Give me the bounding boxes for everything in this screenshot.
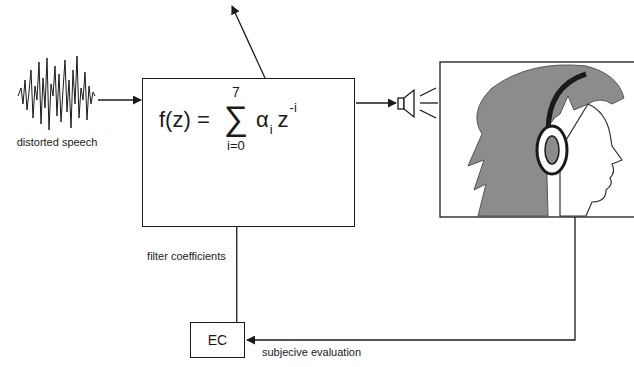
headphone-cup <box>537 126 567 174</box>
formula-text: f(z) = <box>159 109 210 131</box>
coefficient-line <box>236 227 237 322</box>
output-arrow <box>356 102 396 103</box>
adaptation-arrow <box>232 6 265 78</box>
speaker-icon <box>398 88 438 118</box>
listener-hair <box>468 65 624 216</box>
speaker-body <box>398 98 404 109</box>
evaluation-label: subjecive evaluation <box>262 346 402 359</box>
listener-picture <box>440 62 634 217</box>
evaluation-arrow <box>247 217 575 340</box>
signal-label: distorted speech <box>7 136 107 149</box>
subscript: i <box>270 123 273 136</box>
variable-symbol: z <box>278 109 289 131</box>
superscript: -i <box>290 101 297 114</box>
sum-upper-limit: 7 <box>232 85 240 99</box>
listener-frame <box>440 62 634 217</box>
sound-line <box>420 102 438 103</box>
sum-symbol: ∑ <box>224 101 248 135</box>
speaker-cone <box>404 90 414 117</box>
sound-line <box>420 88 436 96</box>
sound-line <box>420 110 436 118</box>
sum-lower-limit: i=0 <box>227 139 245 152</box>
speech-waveform <box>18 56 95 130</box>
box-label: EC <box>208 333 227 347</box>
headphone-band <box>548 74 586 132</box>
connector-label: filter coefficients <box>146 250 227 263</box>
filter-box: f(z) = 7 ∑ i=0 αiz-i <box>142 78 355 227</box>
coefficient-symbol: α <box>256 109 269 131</box>
listener-face <box>560 104 622 216</box>
headphone-pad <box>545 136 559 164</box>
ec-box: EC <box>190 322 245 358</box>
input-arrow <box>98 99 141 100</box>
